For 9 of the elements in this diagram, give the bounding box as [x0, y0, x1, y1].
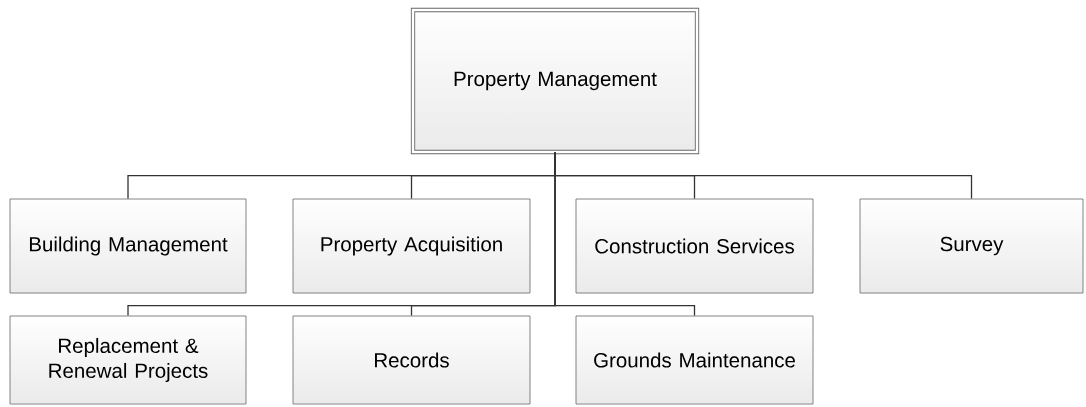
root-box: Property Management	[410, 7, 700, 155]
department-box: Property Acquisition	[292, 198, 531, 294]
department-box: Construction Services	[575, 198, 814, 294]
department-box: Records	[292, 315, 531, 405]
department-box: Building Management	[9, 198, 247, 294]
department-box: Grounds Maintenance	[575, 315, 814, 405]
department-box: Survey	[859, 198, 1084, 294]
connector	[554, 151, 696, 317]
department-box: Replacement & Renewal Projects	[9, 315, 247, 405]
